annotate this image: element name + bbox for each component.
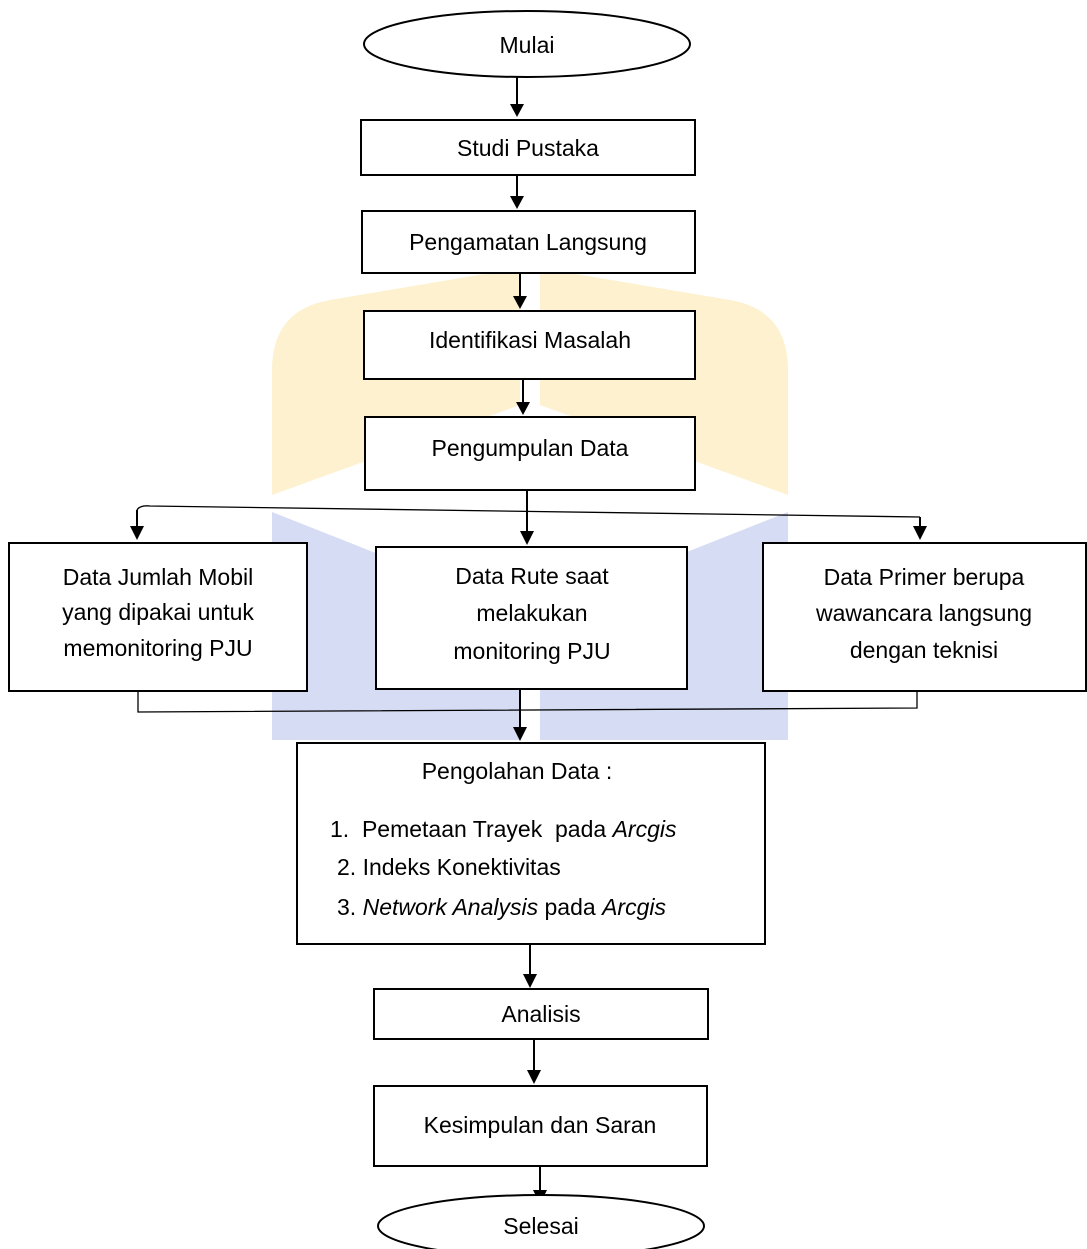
data-route-line-3: monitoring PJU — [453, 638, 610, 664]
end-node: Selesai — [377, 1194, 705, 1249]
data-route-line-1: Data Rute saat — [455, 563, 609, 589]
problem-node: Identifikasi Masalah — [363, 310, 696, 380]
observation-label: Pengamatan Langsung — [409, 229, 647, 255]
arrow-head — [520, 531, 534, 545]
data-cars-box — [8, 542, 308, 692]
processing-item-3-italic-2: Arcgis — [600, 894, 666, 920]
end-terminator-shape — [377, 1194, 705, 1249]
problem-box — [363, 310, 696, 380]
arrow-head — [130, 526, 144, 540]
processing-title: Pengolahan Data : — [422, 758, 613, 784]
processing-item-3-text: 3. — [337, 894, 363, 920]
collection-node: Pengumpulan Data — [364, 416, 696, 491]
data-route-box — [375, 546, 688, 690]
end-label: Selesai — [503, 1213, 578, 1239]
conclusion-label: Kesimpulan dan Saran — [424, 1112, 657, 1138]
split-horizontal-line — [136, 505, 921, 518]
data-primary-line-3: dengan teknisi — [850, 637, 998, 663]
analysis-node: Analisis — [373, 988, 709, 1040]
literature-node: Studi Pustaka — [360, 119, 696, 176]
analysis-box — [373, 988, 709, 1040]
data-route-node: Data Rute saat melakukan monitoring PJU — [375, 546, 688, 690]
processing-box — [296, 742, 766, 945]
data-primary-node: Data Primer berupa wawancara langsung de… — [762, 542, 1087, 692]
arrow-head — [913, 526, 927, 540]
observation-node: Pengamatan Langsung — [361, 210, 696, 274]
processing-item-3-italic: Network Analysis — [363, 894, 539, 920]
literature-label: Studi Pustaka — [457, 135, 599, 161]
merge-bracket-line — [137, 692, 918, 713]
connectors — [130, 77, 927, 1204]
processing-item-3-middle: pada — [538, 894, 602, 920]
processing-item-1: 1. Pemetaan Trayek pada Arcgis — [330, 816, 677, 842]
data-primary-line-1: Data Primer berupa — [824, 564, 1025, 590]
arrow-head — [516, 402, 530, 415]
data-route-line-2: melakukan — [476, 600, 587, 626]
problem-label: Identifikasi Masalah — [429, 327, 631, 353]
collection-label: Pengumpulan Data — [432, 435, 629, 461]
observation-box — [361, 210, 696, 274]
data-cars-line-2: yang dipakai untuk — [62, 599, 254, 625]
arrow-head — [523, 974, 537, 988]
processing-item-2: 2. Indeks Konektivitas — [337, 854, 561, 880]
start-label: Mulai — [500, 32, 555, 58]
processing-item-1-text: 1. Pemetaan Trayek pada — [330, 816, 613, 842]
conclusion-node: Kesimpulan dan Saran — [373, 1085, 708, 1167]
literature-box — [360, 119, 696, 176]
arrow-head — [527, 1070, 541, 1084]
start-node: Mulai — [363, 10, 691, 78]
data-cars-line-3: memonitoring PJU — [63, 635, 252, 661]
processing-item-3: 3. Network Analysis pada Arcgis — [337, 894, 666, 920]
processing-node: Pengolahan Data : 1. Pemetaan Trayek pad… — [296, 742, 766, 945]
start-terminator-shape — [363, 10, 691, 78]
arrow-head — [513, 296, 527, 309]
processing-item-1-italic: Arcgis — [611, 816, 677, 842]
arrow-head — [510, 104, 524, 117]
arrow-head — [510, 196, 524, 209]
data-cars-node: Data Jumlah Mobil yang dipakai untuk mem… — [8, 542, 308, 692]
analysis-label: Analisis — [501, 1001, 580, 1027]
conclusion-box — [373, 1085, 708, 1167]
data-cars-line-1: Data Jumlah Mobil — [63, 564, 253, 590]
arrow-head — [513, 727, 527, 741]
collection-box — [364, 416, 696, 491]
data-primary-box — [762, 542, 1087, 692]
data-primary-line-2: wawancara langsung — [815, 600, 1032, 626]
